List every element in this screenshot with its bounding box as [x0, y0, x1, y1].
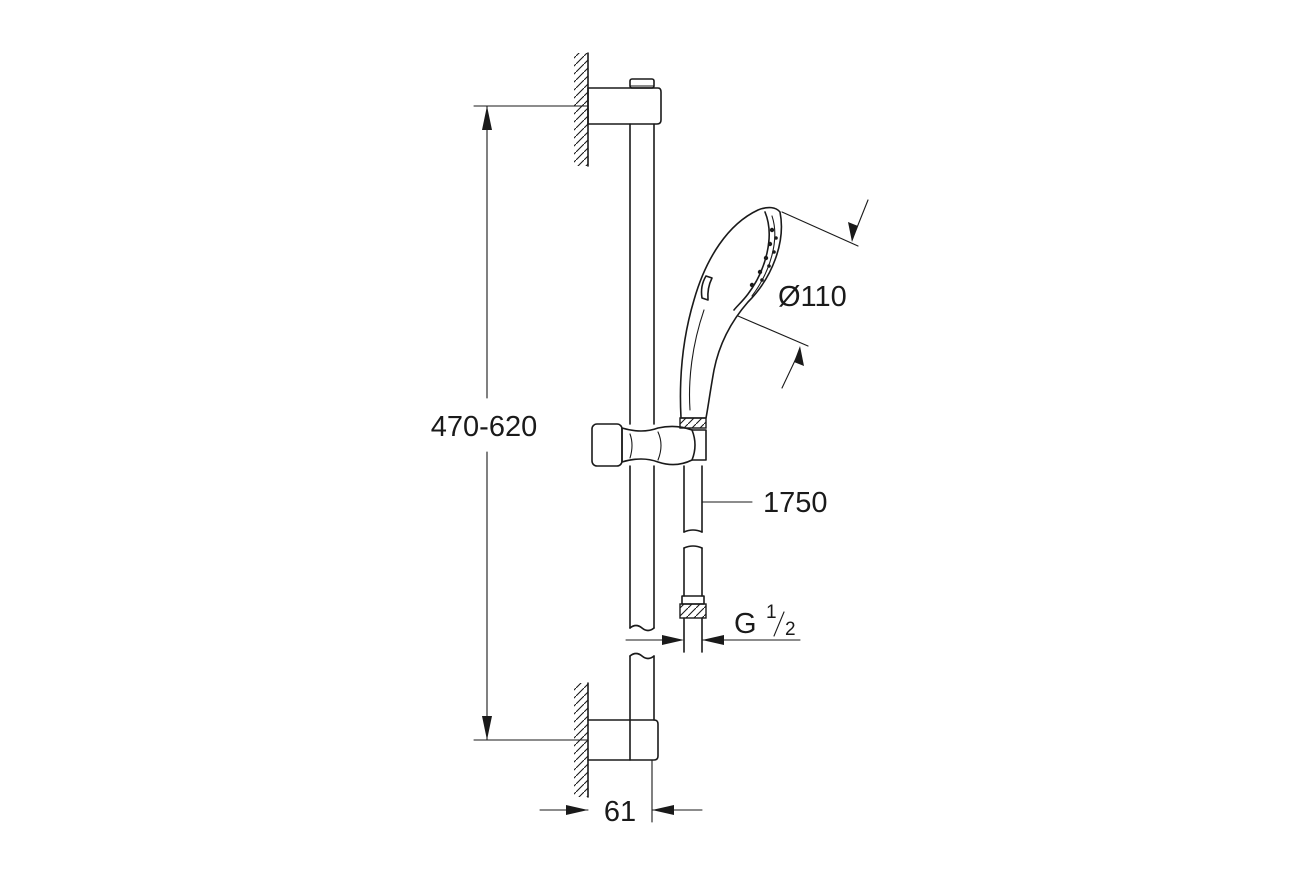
- wall-upper: [574, 52, 589, 167]
- hand-shower: [679, 206, 783, 429]
- shower-head-holder: [591, 423, 707, 467]
- dimension-rail-spacing: [473, 105, 589, 741]
- dimension-hand-shower-diameter: [737, 199, 869, 389]
- thread-denominator-label: 2: [785, 619, 796, 640]
- dimension-thread: [625, 635, 801, 645]
- thread-base-label: G: [734, 608, 757, 640]
- hose-length-label: 1750: [763, 487, 828, 519]
- hand-shower-diameter-label: Ø110: [778, 281, 847, 313]
- dimension-wall-offset: [539, 759, 703, 823]
- shower-hose: [679, 465, 707, 653]
- rail-spacing-label: 470-620: [431, 411, 537, 443]
- thread-numerator-label: 1: [766, 602, 777, 623]
- wall-offset-label: 61: [604, 796, 636, 828]
- lower-wall-bracket: [587, 719, 659, 761]
- upper-wall-bracket: [587, 78, 662, 125]
- shower-rail: [629, 123, 655, 721]
